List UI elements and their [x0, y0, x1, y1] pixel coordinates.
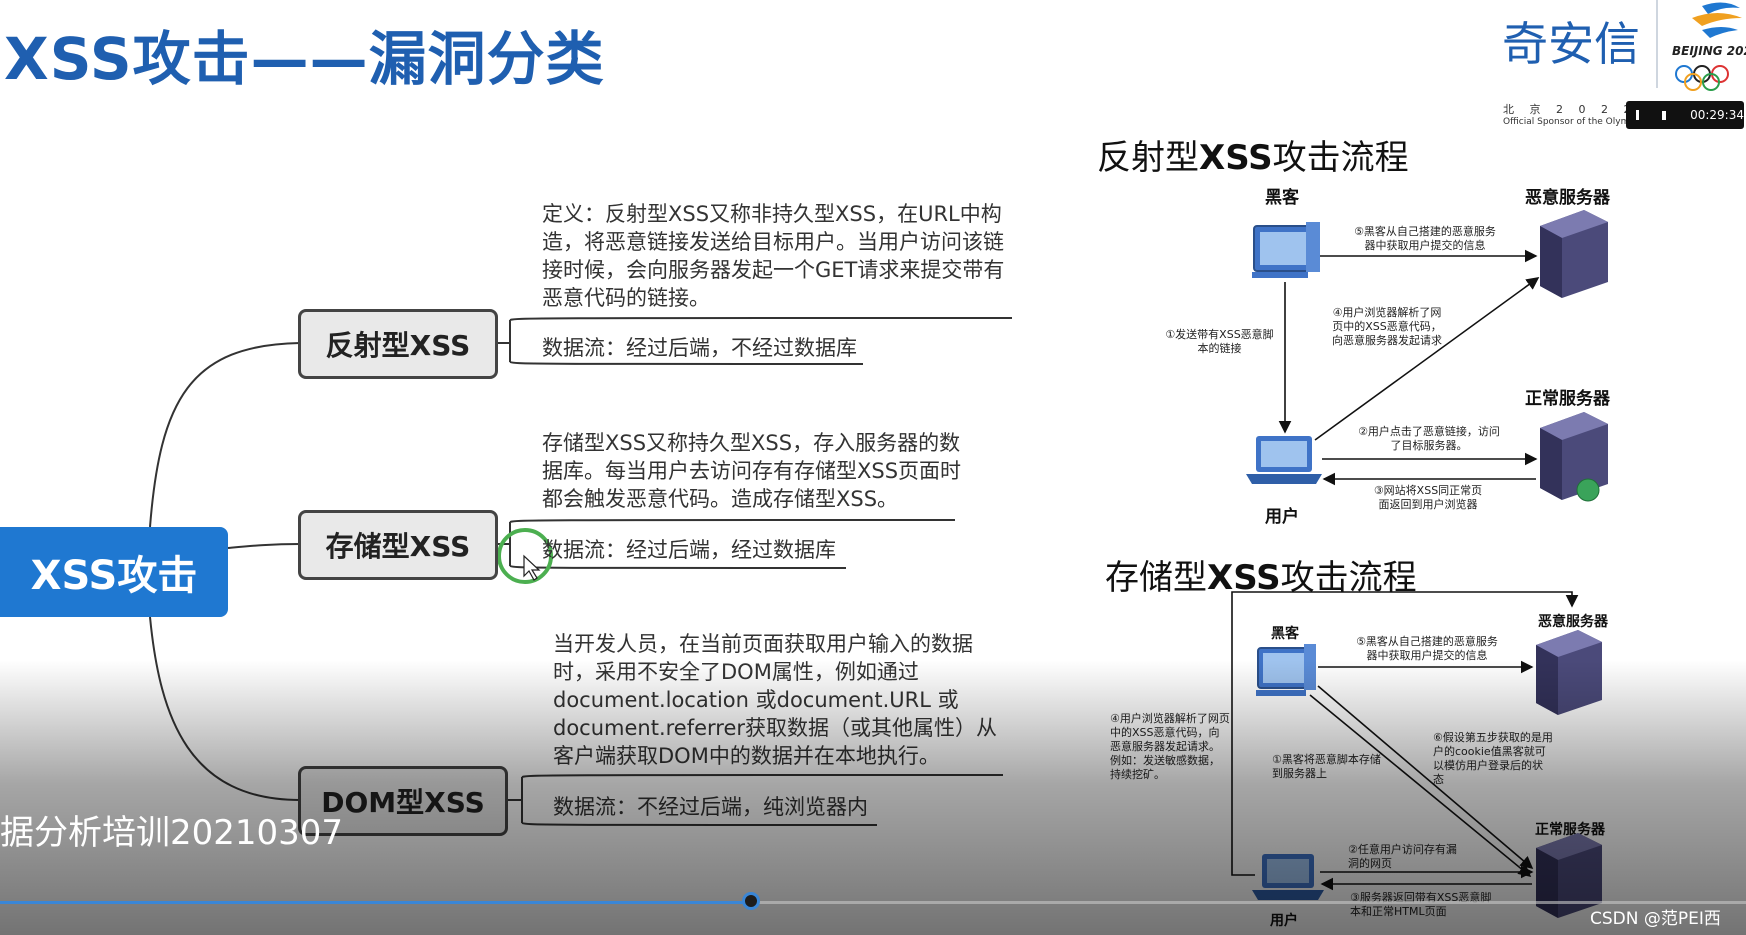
reflected-normal-server-icon [1540, 412, 1608, 502]
reflected-description: 定义：反射型XSS又称非持久型XSS，在URL中构造，将恶意链接发送给目标用户。… [542, 202, 1005, 310]
player-time: 00:29:34 [1690, 108, 1744, 122]
stored-malicious-server-label: 恶意服务器 [1538, 614, 1608, 630]
reflected-step-1: ①发送带有XSS恶意脚本的链接 [1165, 328, 1274, 355]
video-progress-track[interactable] [0, 901, 1746, 904]
mindmap-root: XSS攻击 [0, 527, 228, 617]
reflected-hacker-label: 黑客 [1265, 188, 1299, 208]
reflected-malicious-server-icon [1540, 210, 1608, 298]
reflected-step-2: ②用户点击了恶意链接，访问了目标服务器。 [1358, 425, 1500, 452]
reflected-user-label: 用户 [1265, 507, 1299, 527]
stored-description: 存储型XSS又称持久型XSS，存入服务器的数据库。每当用户去访问存有存储型XSS… [542, 431, 962, 511]
node-stored-xss: 存储型XSS [298, 510, 498, 580]
reflected-step-4: ④用户浏览器解析了网页中的XSS恶意代码，向恶意服务器发起请求 [1332, 306, 1442, 347]
video-progress-handle[interactable] [741, 892, 760, 910]
slide-title: XSS攻击——漏洞分类 [4, 25, 605, 93]
sponsor-line-2: Official Sponsor of the Olym [1503, 117, 1630, 127]
brand-divider [1656, 0, 1658, 88]
stored-step-5: ⑤黑客从自己搭建的恶意服务器中获取用户提交的信息 [1356, 635, 1498, 662]
reflected-hacker-computer-icon [1252, 222, 1320, 278]
stored-step-6: ⑥假设第五步获取的是用户的cookie值黑客就可以模仿用户登录后的状态 [1433, 731, 1553, 786]
cursor-highlight [497, 528, 553, 584]
stop-icon[interactable] [1661, 110, 1667, 120]
stored-step-3: ③服务器返回带有XSS恶意脚本和正常HTML页面 [1350, 891, 1492, 918]
mouse-cursor-icon [523, 554, 541, 581]
stored-hacker-computer-icon [1256, 644, 1316, 696]
reflected-dataflow: 数据流：经过后端，不经过数据库 [542, 336, 857, 360]
player-control-bar[interactable]: 00:29:34 [1626, 101, 1744, 129]
pause-icon[interactable] [1636, 110, 1640, 120]
csdn-watermark: CSDN @范PEI西 [1590, 909, 1721, 929]
reflected-step-5: ⑤黑客从自己搭建的恶意服务器中获取用户提交的信息 [1354, 225, 1496, 252]
stored-user-laptop-icon [1252, 854, 1324, 900]
brand-logo: 奇安信 [1502, 17, 1640, 71]
video-progress-fill [0, 901, 751, 904]
stored-hacker-label: 黑客 [1271, 626, 1299, 642]
node-reflected-xss: 反射型XSS [298, 309, 498, 379]
stored-step-4: ④用户浏览器解析了网页中的XSS恶意代码，向恶意服务器发起请求。例如：发送敏感数… [1110, 712, 1230, 781]
stored-malicious-server-icon [1536, 630, 1602, 715]
stored-step-1: ①黑客将恶意脚本存储到服务器上 [1272, 753, 1381, 780]
reflected-normal-server-label: 正常服务器 [1525, 389, 1610, 409]
reflected-user-laptop-icon [1246, 436, 1322, 484]
stored-dataflow: 数据流：经过后端，经过数据库 [542, 538, 836, 562]
reflected-malicious-server-label: 恶意服务器 [1525, 188, 1610, 208]
video-subtitle: 据分析培训20210307 [0, 813, 344, 853]
stored-step-2: ②任意用户访问存有漏洞的网页 [1348, 843, 1457, 870]
reflected-diagram-title: 反射型XSS攻击流程 [1097, 138, 1409, 178]
olympic-emblem-icon [1675, 2, 1742, 91]
reflected-step-3: ③网站将XSS同正常页面返回到用户浏览器 [1373, 484, 1483, 511]
